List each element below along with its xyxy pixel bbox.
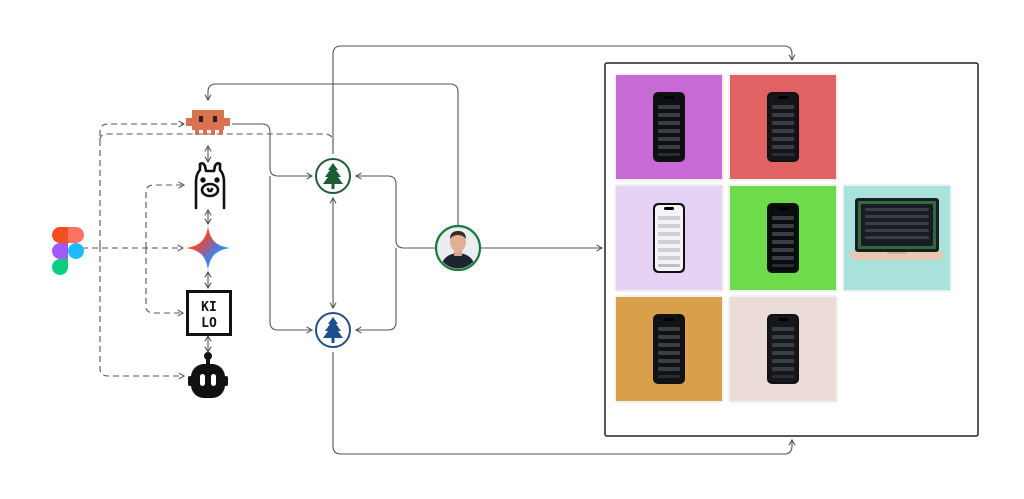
tile-lavender [614,184,724,292]
llama-icon [194,162,226,210]
pixel-mascot-icon [186,110,230,135]
dash-to-mascot [99,120,186,246]
pine-tree-icon [323,317,343,343]
tile-blush [728,295,838,403]
kilo-code-icon: KI LO [186,290,232,336]
phone-mockup [653,314,685,384]
dash-to-kilo [145,248,185,317]
avatar-to-green-tree [354,172,436,249]
dashed-connectors [82,120,334,380]
gallery-panel [604,62,979,437]
dash-to-robot [99,246,186,380]
phone-mockup [653,92,685,162]
dash-to-llama [145,181,186,248]
tile-teal [842,184,952,292]
dash-return [99,133,334,150]
tile-orange [614,295,724,403]
phone-mockup [767,203,799,273]
gallery-tiles [614,73,952,403]
phone-mockup [767,314,799,384]
kilo-text-bottom: LO [201,316,217,331]
connectors [82,45,796,455]
tile-red [728,73,838,181]
sparkle-icon [186,226,230,270]
pine-tree-icon [323,163,343,189]
green-tree-to-gallery [332,45,796,154]
tree-green [315,158,351,194]
avatar-to-blue-tree [354,248,397,334]
robot-icon [188,352,228,398]
laptop-mockup [849,198,945,260]
tile-green [728,184,838,292]
phone-mockup [767,92,799,162]
kilo-text-top: KI [201,300,217,315]
blue-tree-to-gallery [332,352,796,455]
tile-purple [614,73,724,181]
figma-logo-icon [52,227,84,275]
tree-blue [315,312,351,348]
mascot-to-green-tree [232,123,314,180]
person-avatar [434,224,482,272]
mascot-to-blue-tree [269,176,314,334]
phone-mockup [653,203,685,273]
